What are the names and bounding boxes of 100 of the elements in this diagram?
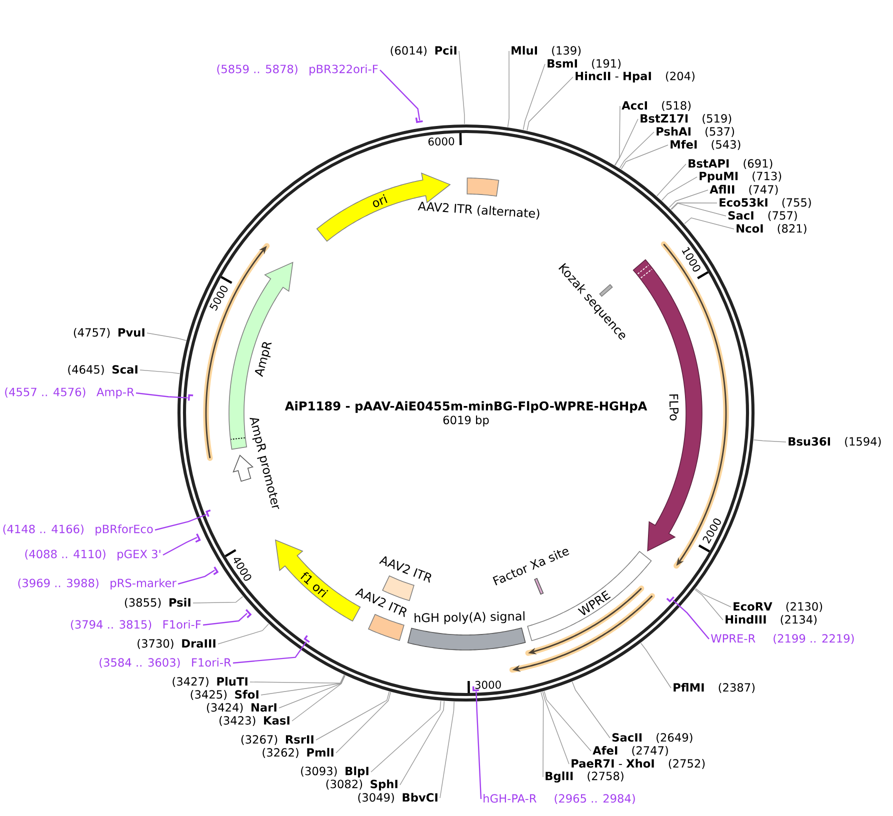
leader-line: [336, 692, 392, 754]
leader-line: [668, 190, 708, 208]
leader-line: [507, 50, 510, 128]
site-label: (3093) BlpI: [301, 766, 368, 778]
leader-line: [614, 118, 638, 166]
primer-mark: [304, 635, 310, 643]
primer-label: WPRE-R (2199 .. 2219): [710, 634, 854, 644]
site-label: MfeI (543): [670, 140, 740, 150]
size-label: 6019 bp: [443, 416, 489, 426]
site-label: PpuMI (713): [700, 172, 782, 182]
primer-mark: [195, 533, 201, 543]
site-label: SacI (757): [728, 210, 797, 222]
site-label: BstZ17I (519): [640, 114, 732, 124]
leader-line: [154, 514, 207, 531]
site-label: MluI (139): [512, 46, 581, 56]
leader-line: [640, 642, 672, 688]
site-label: BglII (2758): [546, 771, 624, 783]
site-label: (3425) SfoI: [190, 690, 258, 700]
site-label: (3082) SphI: [326, 780, 398, 790]
leader-line: [540, 692, 544, 778]
tick-label: 6000: [428, 137, 454, 146]
site-label: (3427) PluTI: [172, 676, 248, 688]
site-label: PflMI (2387): [674, 682, 755, 694]
leader-line: [619, 132, 654, 169]
site-label: AccI (518): [622, 100, 691, 112]
leader-line: [146, 332, 187, 341]
feature-bar: hGH poly(A) signal: [407, 611, 526, 650]
site-label: (3049) BbvCI: [358, 792, 438, 804]
leader-line: [192, 596, 244, 604]
leader-line: [178, 570, 215, 585]
site-label: (6014) PciI: [390, 46, 456, 56]
primer-mark: [246, 609, 252, 618]
leader-line: [380, 70, 420, 120]
site-label: SacII (2649): [612, 732, 692, 744]
leader-line: [136, 392, 188, 398]
primer-label: (3969 .. 3988) pRS-marker: [18, 578, 176, 590]
node-label: AAV2 ITR: [379, 556, 432, 583]
site-label: Eco53kI (755): [720, 198, 811, 208]
leader-line: [670, 202, 718, 210]
leader-line: [260, 674, 345, 696]
leader-line: [661, 176, 698, 201]
leader-line: [614, 106, 620, 166]
leader-line: [672, 600, 710, 640]
site-label: AfeI (2747): [592, 746, 668, 756]
primer-label: hGH-PA-R (2965 .. 2984): [484, 794, 635, 804]
leader-line: [250, 674, 344, 684]
leader-line: [522, 64, 546, 130]
leader-line: [232, 641, 307, 664]
site-label: (3855) PsiI: [124, 598, 190, 608]
site-label: PshAI (537): [656, 126, 734, 138]
site-label: (4757) PvuI: [74, 328, 144, 338]
primer-mark: [188, 394, 194, 401]
site-label: HincII - HpaI (204): [576, 72, 694, 82]
site-label: EcoRV (2130): [734, 602, 822, 612]
leader-line: [670, 202, 726, 216]
site-label: BstAPI (691): [688, 158, 772, 170]
primer-label: (4148 .. 4166) pBRforEco: [3, 524, 153, 536]
leader-line: [544, 690, 592, 752]
leader-line: [316, 691, 390, 740]
leader-line: [694, 589, 724, 620]
leader-line: [218, 624, 269, 644]
site-label: (3424) NarI: [206, 702, 276, 714]
site-label: (3262) PmlI: [262, 748, 334, 758]
site-label: Bsu36I (1594): [788, 436, 881, 448]
primer-mark: [213, 566, 219, 576]
leader-line: [572, 681, 610, 738]
primer-mark: [415, 118, 423, 124]
leader-line: [684, 217, 734, 230]
site-label: AflII (747): [710, 184, 778, 196]
site-label: (3267) RsrII: [241, 734, 314, 746]
leader-line: [278, 675, 346, 708]
site-label: PaeR7I - XhoI (2752): [572, 758, 705, 770]
leader-line: [458, 50, 465, 124]
site-label: (3423) KasI: [220, 716, 290, 726]
node-label: hGH poly(A) signal: [414, 611, 525, 624]
leader-line: [753, 440, 786, 442]
primer-label: (4557 .. 4576) Amp-R: [5, 388, 134, 398]
site-label: HindIII (2134): [726, 614, 817, 626]
primer-mark: [206, 509, 211, 517]
leader-line: [202, 612, 248, 626]
leader-line: [542, 691, 570, 764]
site-label: (4645) ScaI: [68, 364, 138, 376]
leader-line: [620, 144, 668, 170]
site-label: NcoI (821): [736, 224, 806, 234]
primer-label: (3584 .. 3603) F1ori-R: [100, 658, 232, 668]
tick-label: 3000: [475, 680, 501, 689]
primer-label: (3794 .. 3815) F1ori-F: [70, 620, 201, 630]
primer-label: (4088 .. 4110) pGEX 3': [25, 550, 160, 560]
leader-line: [140, 370, 180, 374]
leader-line: [440, 701, 454, 798]
leader-line: [656, 164, 686, 196]
leader-line: [400, 700, 445, 786]
leader-line: [476, 692, 482, 800]
primer-mark: [666, 596, 674, 602]
leader-line: [292, 675, 346, 722]
site-label: BsmI (191): [548, 58, 621, 70]
site-label: (3730) DraIII: [138, 638, 216, 650]
leader-line: [370, 700, 442, 772]
leader-line: [695, 588, 732, 608]
primer-label: (5859 .. 5878) pBR322ori-F: [217, 64, 378, 76]
